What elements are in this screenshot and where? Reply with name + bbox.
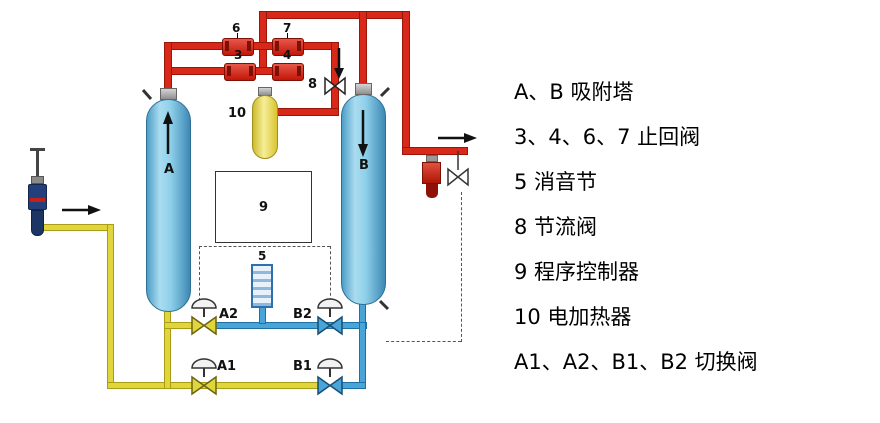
- check-valve-3-label: 3: [234, 48, 243, 62]
- tower-b-top-cap: [355, 83, 372, 95]
- heater-label: 10: [228, 106, 247, 121]
- switch-valve-b2-label: B2: [293, 307, 312, 322]
- check-valve-7-label: 7: [283, 21, 292, 35]
- tower-a-top-cap: [160, 88, 177, 100]
- control-line-right-horizontal: [386, 341, 461, 342]
- program-controller-box: 9: [215, 171, 312, 243]
- inlet-filter-ring: [30, 198, 45, 202]
- control-line-to-a2: [199, 246, 200, 301]
- check-valve-4: [272, 63, 304, 81]
- tower-a-label: A: [164, 162, 175, 177]
- legend-item-switch-valves: A1、A2、B1、B2 切换阀: [514, 350, 758, 374]
- control-line-under-controller: [199, 246, 330, 247]
- legend-item-towers: A、B 吸附塔: [514, 80, 634, 104]
- switch-valve-a2-icon: [191, 298, 217, 336]
- legend-item-silencer: 5 消音节: [514, 170, 598, 194]
- inlet-filter-handle-rod: [36, 151, 39, 177]
- legend: A、B 吸附塔 3、4、6、7 止回阀 5 消音节 8 节流阀 9 程序控制器 …: [514, 70, 874, 385]
- outlet-regulator-body: [422, 162, 441, 184]
- tower-a-flow-arrow-icon: [163, 111, 173, 154]
- check-valve-7-leader: [287, 33, 288, 38]
- tower-b-flow-arrow-icon: [358, 110, 368, 157]
- inlet-filter-handle-bar: [30, 148, 45, 151]
- check-valve-6-label: 6: [232, 21, 241, 35]
- flow-arrow-down-icon: [334, 48, 344, 79]
- inlet-filter-top-nut: [31, 176, 44, 184]
- switch-valve-b2-icon: [317, 298, 343, 336]
- check-valve-7: [272, 38, 304, 56]
- switch-valve-a1-label: A1: [217, 359, 237, 374]
- check-valve-4-label: 4: [283, 48, 292, 62]
- controller-label: 9: [258, 199, 269, 215]
- electric-heater: [252, 95, 278, 159]
- inlet-flow-arrow-icon: [62, 205, 101, 215]
- outlet-manual-valve-icon: [447, 151, 469, 187]
- check-valve-6: [222, 38, 254, 56]
- inlet-filter-body: [28, 184, 47, 210]
- throttle-valve-icon: [324, 76, 346, 96]
- silencer-label: 5: [258, 249, 267, 263]
- legend-item-throttle-valve: 8 节流阀: [514, 215, 598, 239]
- switch-valve-a2-label: A2: [219, 307, 239, 322]
- tower-nozzle-stubs: [141, 86, 391, 311]
- control-line-to-b2: [330, 246, 331, 301]
- switch-valve-a1-icon: [191, 358, 217, 396]
- throttle-valve-label: 8: [308, 77, 318, 92]
- legend-item-controller: 9 程序控制器: [514, 260, 640, 284]
- red-pipe-outlet-run: [402, 147, 468, 155]
- switch-valve-b1-label: B1: [293, 359, 312, 374]
- tower-b-label: B: [359, 158, 369, 173]
- outlet-regulator-nut: [426, 155, 438, 162]
- switch-valve-b1-icon: [317, 358, 343, 396]
- legend-item-check-valves: 3、4、6、7 止回阀: [514, 125, 701, 149]
- outlet-regulator-bowl: [426, 184, 438, 198]
- control-line-right-vertical: [461, 192, 462, 342]
- inlet-filter-bowl: [31, 210, 44, 236]
- silencer: [251, 264, 273, 308]
- check-valve-3: [224, 63, 256, 81]
- legend-item-heater: 10 电加热器: [514, 305, 632, 329]
- outlet-flow-arrow-icon: [438, 133, 477, 143]
- check-valve-6-leader: [237, 33, 238, 38]
